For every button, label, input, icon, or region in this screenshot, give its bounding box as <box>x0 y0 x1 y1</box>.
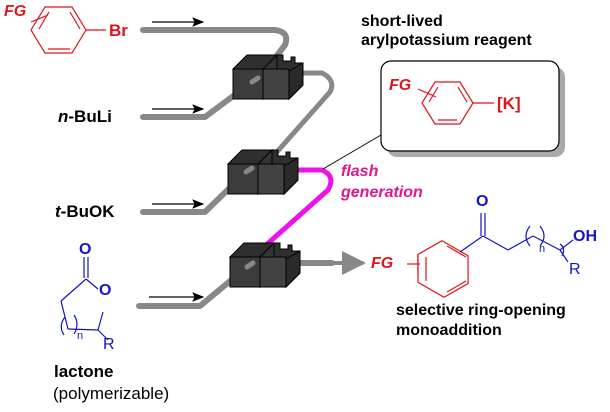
product-chain <box>459 213 574 263</box>
arbr-fg-label: FG <box>4 3 27 20</box>
product-caption-line1: selective ring-opening <box>396 302 566 319</box>
mixer-2 <box>227 149 299 195</box>
arylk-benzene-ring <box>417 81 494 125</box>
intermediate-callout-box <box>380 60 560 152</box>
callout-pointer <box>322 134 382 170</box>
lactone-structure <box>60 257 109 341</box>
nbuli-rest: -BuLi <box>68 107 112 126</box>
flash-label-line1: flash <box>341 163 379 180</box>
tbuok-prefix: t <box>55 202 61 221</box>
product-carbonyl-o: O <box>476 193 489 210</box>
flow-arrows <box>149 17 205 302</box>
tube-arbr <box>140 27 290 65</box>
flash-label-line2: generation <box>341 184 423 201</box>
mixer-1 <box>232 54 304 100</box>
lactone-carbonyl-o: O <box>79 241 92 258</box>
tbuok-rest: -BuOK <box>60 202 115 221</box>
tbuok-label: t-BuOK <box>55 202 115 222</box>
product-oh: OH <box>573 228 597 245</box>
product-caption-line2: monoaddition <box>396 322 502 339</box>
intermediate-metal-label: [K] <box>497 94 521 113</box>
lactone-n: n <box>77 330 84 342</box>
product-fg-label: FG <box>371 255 394 272</box>
product-benzene-ring <box>407 240 469 298</box>
lactone-ring-o: O <box>99 282 112 299</box>
arbr-benzene-ring <box>30 6 106 54</box>
nbuli-prefix: n <box>58 107 69 126</box>
lactone-r: R <box>103 336 115 353</box>
nbuli-label: n-BuLi <box>58 107 112 127</box>
intermediate-title-line2: arylpotassium reagent <box>361 32 532 49</box>
tube-flash <box>262 167 334 249</box>
lactone-note: (polymerizable) <box>53 384 170 403</box>
product-n: n <box>539 243 546 255</box>
lactone-name: lactone <box>54 362 114 381</box>
mixer-3 <box>229 242 301 288</box>
tube-m1-m2 <box>265 70 335 165</box>
intermediate-fg-label: FG <box>389 77 412 94</box>
arbr-halide-label: Br <box>109 21 128 40</box>
intermediate-title-line1: short-lived <box>361 13 443 30</box>
product-r: R <box>569 261 581 278</box>
